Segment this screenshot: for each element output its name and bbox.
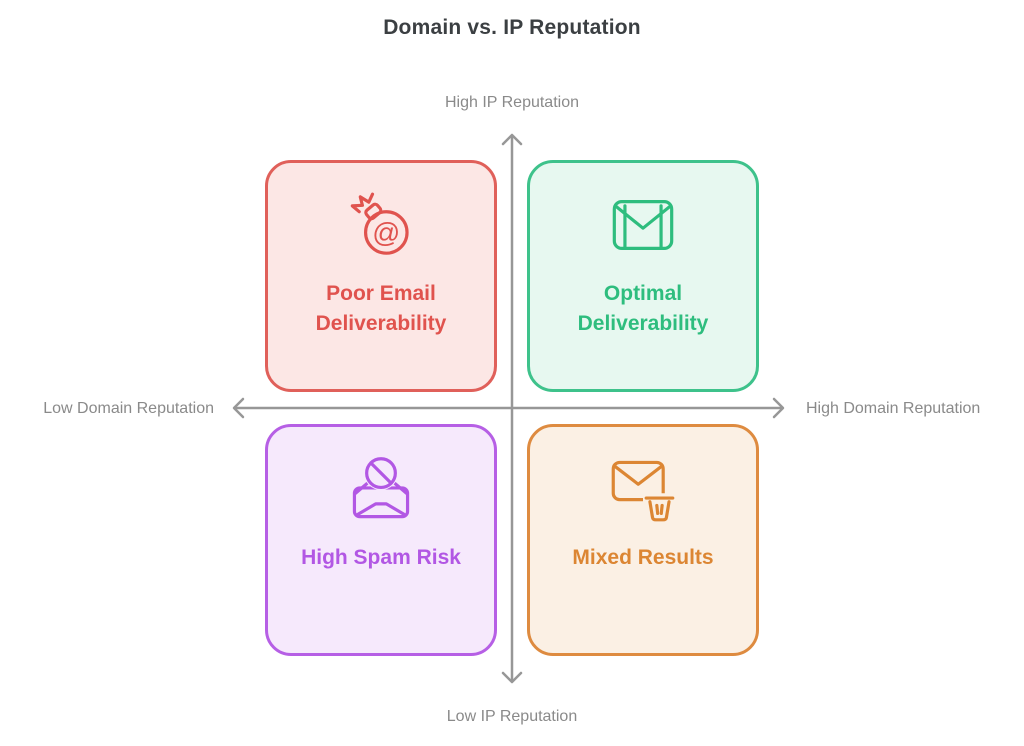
diagram-title: Domain vs. IP Reputation <box>383 16 641 39</box>
quadrant-high-spam-risk: High Spam Risk <box>265 424 497 656</box>
quadrant-label: Optimal Deliverability <box>577 282 709 335</box>
quadrant-optimal-deliverability: Optimal Deliverability <box>527 160 759 392</box>
y-axis-line <box>501 133 523 684</box>
axis-label-high-domain: High Domain Reputation <box>806 400 981 417</box>
quadrant-mixed-results: Mixed Results <box>527 424 759 656</box>
arrow-up-icon <box>501 133 523 146</box>
quadrant-label: Mixed Results <box>572 546 714 569</box>
x-axis-line <box>232 397 785 419</box>
quadrant-poor-email-deliverability: @ Poor Email Deliverability <box>265 160 497 392</box>
email-trash-icon <box>609 455 677 523</box>
arrow-down-icon <box>501 671 523 684</box>
axis-label-low-ip: Low IP Reputation <box>446 708 578 725</box>
axis-label-high-ip: High IP Reputation <box>444 94 579 111</box>
spam-bomb-icon: @ <box>347 191 415 259</box>
axis-label-low-domain: Low Domain Reputation <box>43 400 214 417</box>
blocked-email-icon <box>347 455 415 523</box>
quadrant-label: Poor Email Deliverability <box>315 282 447 335</box>
arrow-right-icon <box>772 397 785 419</box>
arrow-left-icon <box>232 397 245 419</box>
gmail-envelope-icon <box>609 191 677 259</box>
svg-text:@: @ <box>372 217 400 248</box>
quadrant-label: High Spam Risk <box>301 546 461 569</box>
